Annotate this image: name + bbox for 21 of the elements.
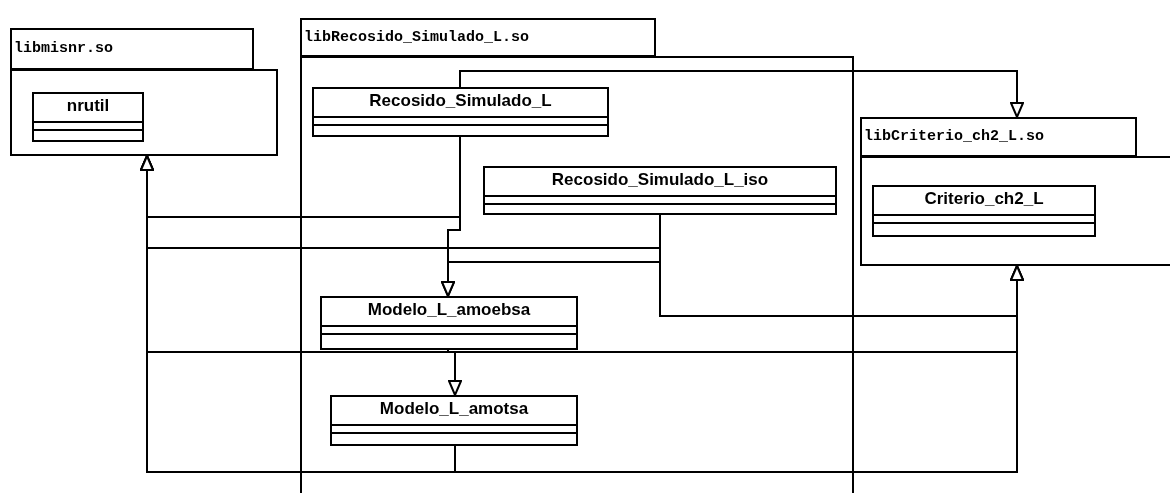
class-name: nrutil	[65, 95, 111, 117]
class-box	[32, 92, 144, 142]
generalization-arrow	[140, 155, 456, 473]
class-name: Recosido_Simulado_L	[368, 90, 553, 112]
generalization-arrow	[459, 70, 1024, 118]
package-frame	[300, 18, 854, 493]
class-box	[483, 166, 837, 215]
class-name: Modelo_L_amotsa	[378, 398, 530, 420]
class-box	[872, 185, 1096, 237]
generalization-arrow	[454, 265, 1024, 473]
class-name: Recosido_Simulado_L_iso	[550, 169, 770, 191]
class-box	[312, 87, 609, 137]
class-name: Modelo_L_amoebsa	[366, 299, 532, 321]
class-box	[320, 296, 578, 350]
package-name: libRecosido_Simulado_L.so	[304, 29, 530, 45]
package-name: libCriterio_ch2_L.so	[864, 129, 1045, 144]
package-frame	[10, 28, 278, 156]
package-frame	[860, 117, 1170, 266]
class-box	[330, 395, 578, 446]
package-name: libmisnr.so	[14, 41, 114, 56]
class-name: Criterio_ch2_L	[923, 188, 1045, 210]
